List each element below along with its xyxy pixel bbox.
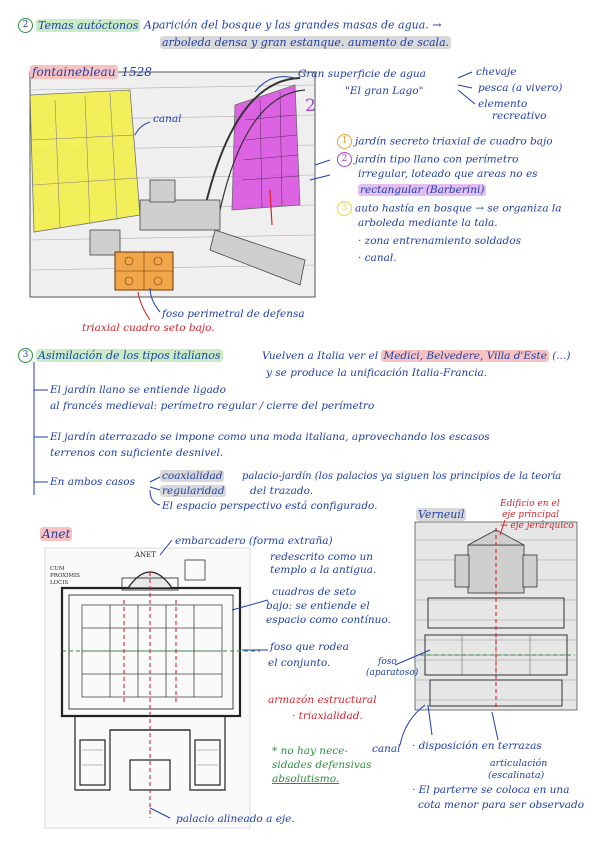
item2c-wrap: rectangular (Barberini) (358, 184, 487, 197)
palacio-jardin: palacio-jardín (los palacios ya siguen l… (242, 471, 562, 482)
ambos-casos: En ambos casos (50, 476, 135, 488)
articulacion1: articulación (490, 758, 548, 769)
anet-plan-caption: CUM PROXIMIS LOCIS (50, 566, 80, 586)
item5-text: · canal. (358, 252, 397, 264)
foso-rodea1: foso que rodea (270, 641, 349, 653)
palacio-alineado: palacio alineado a eje. (176, 813, 295, 825)
section2-line2: arboleda densa y gran estanque. aumento … (160, 36, 452, 49)
edificio3: → eje jerárquico (500, 521, 574, 531)
section2-line2-wrap: arboleda densa y gran estanque. aumento … (160, 36, 452, 49)
etc-text: (...) (552, 350, 571, 362)
anet-plan-title: ANET (135, 551, 156, 559)
foso-perimetral: foso perimetral de defensa (162, 308, 305, 320)
item2c-text: rectangular (Barberini) (358, 184, 487, 196)
foso-rodea2: el conjunto. (268, 657, 331, 669)
triaxial-label: triaxial cuadro seto bajo. (82, 322, 215, 334)
fontainebleau-engraving (29, 71, 316, 298)
section3-title: Asimilación de los tipos italianos (36, 348, 223, 362)
edificio2: eje principal (502, 510, 559, 520)
coaxialidad-wrap: coaxialidad (160, 470, 225, 483)
fontainebleau-label-wrap: fontainebleau 1528 (30, 65, 152, 79)
articulacion2: (escalinata) (488, 770, 545, 781)
section3-number: 3 (18, 348, 33, 363)
recreativo: recreativo (492, 110, 547, 122)
cuadros1: cuadros de seto (272, 586, 357, 598)
unificacion: y se produce la unificación Italia-Franc… (266, 367, 488, 379)
llano-line1: El jardín llano se entiende ligado (50, 384, 226, 396)
triaxialidad: · triaxialidad. (292, 710, 363, 722)
redescrito1: redescrito como un (270, 551, 374, 563)
number-2-marker: 2 (305, 96, 316, 116)
italian-places: Medici, Belvedere, Villa d'Este (381, 350, 549, 362)
cuadros3: espacio como contínuo. (266, 614, 391, 626)
trazado: del trazado. (250, 485, 314, 497)
aterrazado-line2: terrenos con suficiente desnivel. (50, 447, 224, 459)
el-gran-lago: "El gran Lago" (345, 85, 424, 97)
edificio1: Edificio en el (500, 499, 560, 509)
embarcadero: embarcadero (forma extraña) (175, 535, 333, 547)
verneuil-canal: canal (372, 743, 401, 755)
redescrito2: templo a la antigua. (270, 564, 377, 576)
item3a-text: auto hastía en bosque → se organiza la (355, 202, 562, 215)
verneuil-foso2: (aparatoso) (366, 668, 419, 678)
elemento: elemento (478, 98, 528, 110)
fontainebleau-year: 1528 (121, 65, 152, 79)
llano-line2: al francés medieval: perímetro regular /… (50, 400, 375, 412)
section2-number: 2 (18, 18, 33, 33)
parterre2: cota menor para ser observado (418, 799, 585, 811)
item1-text: jardín secreto triaxial de cuadro bajo (355, 135, 553, 148)
item3b-text: arboleda mediante la tala. (358, 217, 498, 229)
coaxialidad: coaxialidad (160, 470, 225, 482)
parterre1: · El parterre se coloca en una (412, 784, 570, 796)
verneuil-label: Verneuil (416, 508, 467, 521)
regularidad-wrap: regularidad (160, 485, 227, 498)
verneuil-foso1: foso (378, 657, 397, 667)
anet-plan (44, 547, 260, 829)
no-hay1: * no hay nece- (272, 745, 348, 757)
section2-title: Temas autóctonos (36, 18, 141, 32)
anet-label-wrap: Anet (40, 527, 73, 541)
vuelven-line: Vuelven a Italia ver el Medici, Belveder… (262, 350, 570, 363)
espacio-perspectivo: El espacio perspectivo está configurado. (162, 500, 378, 512)
no-hay2: sidades defensivas (272, 759, 372, 771)
gran-superficie: Gran superficie de agua (298, 68, 426, 80)
anet-label: Anet (40, 527, 73, 541)
verneuil-label-wrap: Verneuil (416, 508, 467, 521)
chevaje: chevaje (476, 66, 517, 78)
regularidad: regularidad (160, 485, 227, 497)
vuelven-text: Vuelven a Italia ver el (262, 350, 379, 362)
verneuil-engraving (414, 521, 578, 711)
armazon: armazón estructural (268, 694, 377, 706)
item2a-text: jardín tipo llano con perímetro (355, 153, 519, 166)
aterrazado-line1: El jardín aterrazado se impone como una … (50, 431, 490, 443)
item4-text: · zona entrenamiento soldados (358, 235, 521, 247)
section2-line1: Aparición del bosque y las grandes masas… (143, 18, 442, 32)
fontainebleau-label: fontainebleau (30, 65, 118, 79)
pesca: pesca (a vivero) (478, 82, 563, 94)
no-hay3: absolutismo. (272, 773, 340, 785)
item2b-text: irregular, loteado que areas no es (358, 168, 538, 180)
disposicion: · disposición en terrazas (412, 740, 542, 752)
fontainebleau-canal: canal (153, 113, 182, 125)
cuadros2: bajo: se entiende el (266, 600, 370, 612)
